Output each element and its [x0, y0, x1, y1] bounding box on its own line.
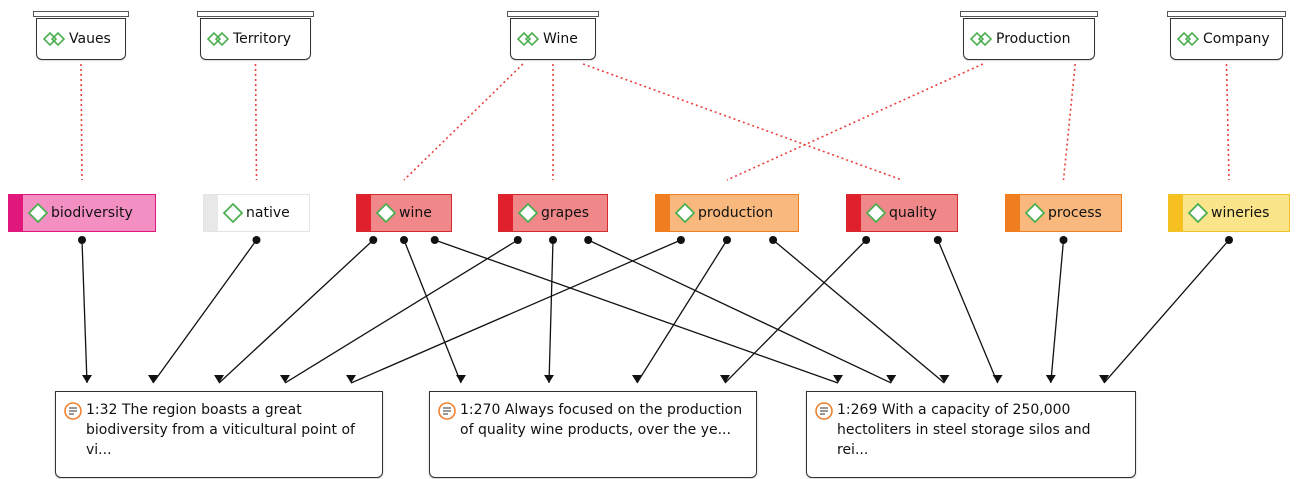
group-tab	[507, 11, 599, 17]
code-wineries[interactable]: wineries	[1168, 194, 1290, 232]
code-label: native	[246, 205, 290, 221]
code-group-territory[interactable]: Territory	[197, 11, 314, 60]
code-color-strip	[357, 195, 371, 231]
code-label: wine	[399, 205, 432, 221]
code-label: biodiversity	[51, 205, 133, 221]
code-link-quality-q2	[720, 239, 867, 384]
code-link-production-q3	[772, 239, 950, 384]
code-label: process	[1048, 205, 1102, 221]
code-link-grapes-q1	[280, 239, 519, 384]
group-tab	[960, 11, 1098, 17]
code-production[interactable]: production	[655, 194, 799, 232]
quotation-text: 1:269 With a capacity of 250,000 hectoli…	[837, 402, 1091, 458]
code-label: wineries	[1211, 205, 1270, 221]
code-diamond-icon	[375, 202, 397, 224]
code-link-wine-q3	[434, 239, 843, 384]
group-link-production-production	[726, 63, 984, 181]
group-link-wine-wine	[403, 63, 524, 181]
code-color-strip	[9, 195, 23, 231]
quotation-1-270[interactable]: 1:270 Always focused on the production o…	[429, 391, 757, 478]
code-native[interactable]: native	[203, 194, 310, 232]
code-color-strip	[499, 195, 513, 231]
group-link-lines	[80, 63, 1230, 181]
group-link-wine-quality	[582, 63, 903, 181]
code-color-strip	[847, 195, 861, 231]
code-diamond-icon	[674, 202, 696, 224]
code-link-production-q1	[346, 239, 682, 384]
quotation-text: 1:32 The region boasts a great biodivers…	[86, 402, 355, 458]
code-group-wine[interactable]: Wine	[507, 11, 599, 60]
group-link-company-wineries	[1225, 63, 1230, 181]
quotation-1-269[interactable]: 1:269 With a capacity of 250,000 hectoli…	[806, 391, 1136, 478]
code-link-biodiversity-q1	[81, 239, 92, 384]
code-group-label: Territory	[233, 31, 292, 47]
code-link-process-q3	[1045, 239, 1065, 384]
code-link-grapes-q2	[544, 239, 554, 384]
code-group-icon	[43, 31, 66, 47]
code-diamond-icon	[27, 202, 49, 224]
code-link-wineries-q3	[1099, 239, 1230, 384]
code-color-strip	[204, 195, 218, 231]
code-group-icon	[1177, 31, 1200, 47]
code-group-label: Production	[996, 31, 1071, 47]
code-group-icon	[207, 31, 230, 47]
code-group-label: Company	[1203, 31, 1270, 47]
code-group-vaues[interactable]: Vaues	[33, 11, 129, 60]
code-group-icon	[517, 31, 540, 47]
group-tab	[33, 11, 129, 17]
code-label: quality	[889, 205, 937, 221]
code-link-production-q2	[632, 239, 728, 384]
code-diamond-icon	[1024, 202, 1046, 224]
code-link-native-q1	[148, 239, 258, 384]
code-group-label: Wine	[543, 31, 578, 47]
code-color-strip	[656, 195, 670, 231]
code-link-grapes-q3	[587, 239, 897, 384]
code-link-wine-q1	[214, 239, 374, 384]
code-diamond-icon	[865, 202, 887, 224]
quotation-document-icon	[64, 402, 82, 420]
code-group-label: Vaues	[69, 31, 111, 47]
code-label: production	[698, 205, 774, 221]
code-wine[interactable]: wine	[356, 194, 452, 232]
code-quality[interactable]: quality	[846, 194, 958, 232]
code-link-quality-q3	[937, 239, 1003, 384]
code-diamond-icon	[222, 202, 244, 224]
code-process[interactable]: process	[1005, 194, 1122, 232]
group-tab	[197, 11, 314, 17]
code-group-icon	[970, 31, 993, 47]
group-tab	[1167, 11, 1286, 17]
quotation-text: 1:270 Always focused on the production o…	[460, 402, 743, 438]
code-label: grapes	[541, 205, 590, 221]
group-link-production-process	[1062, 63, 1076, 181]
code-color-strip	[1006, 195, 1020, 231]
code-biodiversity[interactable]: biodiversity	[8, 194, 156, 232]
code-color-strip	[1169, 195, 1183, 231]
code-link-lines	[78, 236, 1233, 384]
code-grapes[interactable]: grapes	[498, 194, 608, 232]
code-group-production[interactable]: Production	[960, 11, 1098, 60]
quotation-document-icon	[438, 402, 456, 420]
code-group-company[interactable]: Company	[1167, 11, 1286, 60]
group-link-territory-native	[254, 63, 258, 181]
code-link-wine-q2	[403, 239, 466, 384]
code-diamond-icon	[1187, 202, 1209, 224]
code-diamond-icon	[517, 202, 539, 224]
group-link-vaues-biodiversity	[80, 63, 83, 181]
quotation-1-32[interactable]: 1:32 The region boasts a great biodivers…	[55, 391, 383, 478]
quotation-document-icon	[815, 402, 833, 420]
